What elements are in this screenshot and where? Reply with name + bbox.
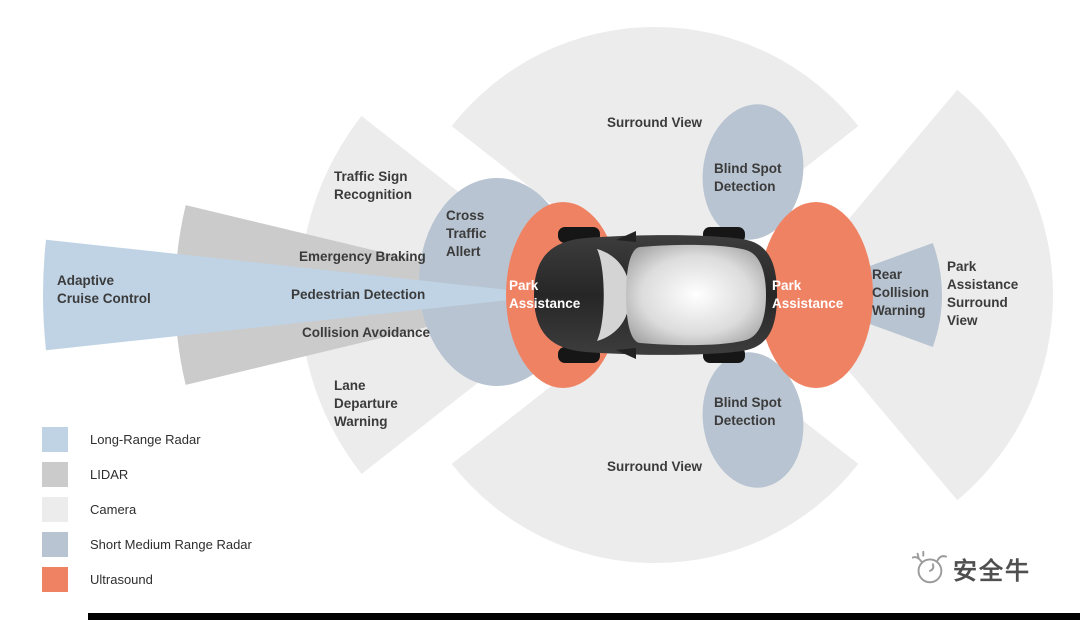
legend-item-long-range-radar: Long-Range Radar <box>42 422 252 457</box>
legend-item-ultrasound: Ultrasound <box>42 562 252 597</box>
car-windshield <box>597 249 630 341</box>
label-collision-avoidance: Collision Avoidance <box>302 325 431 340</box>
legend-swatch-lidar <box>42 462 68 487</box>
label-surround-view-top: Surround View <box>607 115 703 130</box>
legend-label-short-medium-range-radar: Short Medium Range Radar <box>90 537 252 552</box>
label-surround-view-bottom: Surround View <box>607 459 703 474</box>
sensor-legend: Long-Range Radar LIDAR Camera Short Medi… <box>42 422 252 597</box>
label-cross-traffic-alert: Cross Traffic Allert <box>446 208 487 259</box>
blind-spot-top-zone <box>702 104 804 240</box>
label-blind-spot-detection-bottom: Blind Spot Detection <box>714 395 782 428</box>
label-park-assistance-rear: Park Assistance <box>772 278 844 311</box>
label-blind-spot-detection-top: Blind Spot Detection <box>714 161 782 194</box>
label-emergency-braking: Emergency Braking <box>299 249 426 264</box>
label-park-assistance-front: Park Assistance <box>509 278 581 311</box>
surround-view-bottom-zone <box>451 305 859 564</box>
park-assistance-rear-zone <box>759 202 873 388</box>
legend-swatch-camera <box>42 497 68 522</box>
legend-label-lidar: LIDAR <box>90 467 129 482</box>
legend-label-ultrasound: Ultrasound <box>90 572 153 587</box>
blind-spot-bottom-zone <box>702 352 804 488</box>
legend-label-long-range-radar: Long-Range Radar <box>90 432 201 447</box>
car-top-view <box>534 227 777 363</box>
label-park-assistance-surround-view: Park Assistance Surround View <box>947 259 1019 328</box>
label-lane-departure-warning: Lane Departure Warning <box>334 378 398 429</box>
bottom-divider-bar <box>88 613 1080 620</box>
legend-item-camera: Camera <box>42 492 252 527</box>
legend-item-short-medium-range-radar: Short Medium Range Radar <box>42 527 252 562</box>
label-rear-collision-warning: Rear Collision Warning <box>872 267 929 318</box>
car-roof <box>626 244 766 346</box>
label-adaptive-cruise-control: Adaptive Cruise Control <box>57 273 151 306</box>
surround-view-top-zone <box>451 26 859 286</box>
label-pedestrian-detection: Pedestrian Detection <box>291 287 426 302</box>
watermark-text: 安全牛 <box>953 557 1031 585</box>
watermark-logo: 安全牛 <box>910 549 1031 587</box>
car-mirror-bottom <box>616 348 636 359</box>
legend-swatch-ultrasound <box>42 567 68 592</box>
legend-swatch-long-range-radar <box>42 427 68 452</box>
legend-item-lidar: LIDAR <box>42 457 252 492</box>
legend-label-camera: Camera <box>90 502 137 517</box>
legend-swatch-short-medium-range-radar <box>42 532 68 557</box>
label-traffic-sign-recognition: Traffic Sign Recognition <box>334 169 412 202</box>
car-mirror-top <box>616 231 636 242</box>
bull-logo-icon <box>911 550 948 584</box>
adaptive-cruise-control-zone <box>43 239 556 351</box>
